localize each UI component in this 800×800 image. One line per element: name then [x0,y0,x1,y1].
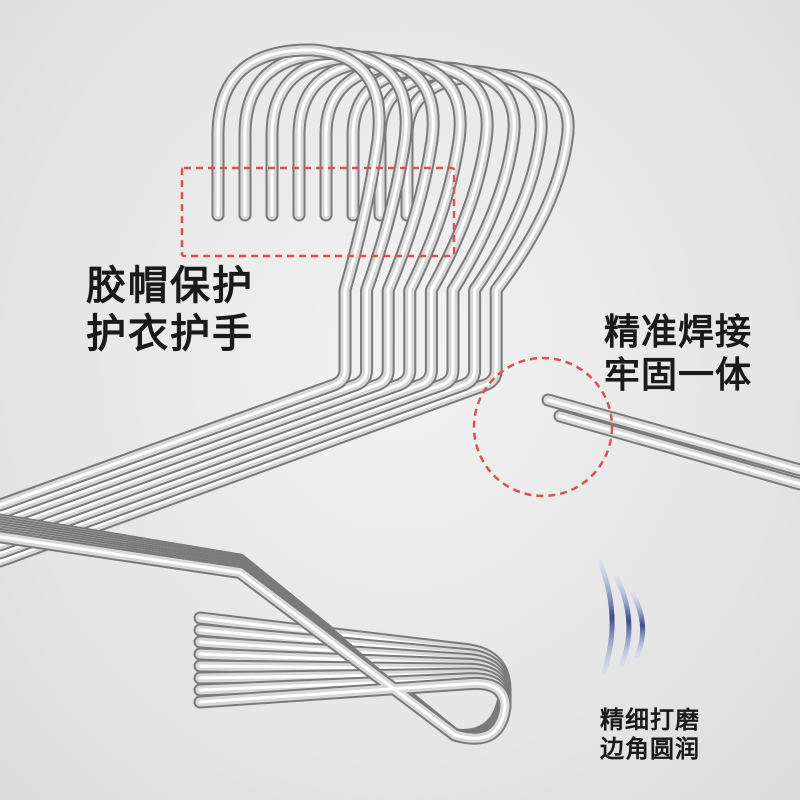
upper-hanger-wire-highlight [0,59,462,531]
cap-protection-line-1: 胶帽保护 [86,263,254,309]
hanger-shoulder-arm-highlight [558,414,800,486]
cap-highlight-box [180,166,456,258]
upper-hanger-wire-highlight [0,62,489,539]
weld-highlight-circle [472,356,614,498]
polish-waves-icon [597,559,646,675]
polishing-line-2: 边角圆润 [600,734,700,763]
upper-hanger-wire-highlight [0,55,435,523]
upper-hanger-group [0,43,800,568]
welding-line-1: 精准焊接 [604,312,753,353]
upper-hanger-wire-highlight [0,70,543,555]
upper-hanger-wire-highlight [0,66,516,547]
welding-caption: 精准焊接 牢固一体 [604,311,752,397]
polishing-line-1: 精细打磨 [600,706,700,734]
hanger-shoulder-arm-highlight [546,398,800,472]
lower-hanger-wire-highlight [0,535,507,740]
cap-protection-line-2: 护衣护手 [86,311,254,357]
cap-protection-caption: 胶帽保护 护衣护手 [86,262,254,358]
upper-hanger-wire-highlight [0,48,381,507]
upper-hanger-wire-highlight [0,52,408,515]
lower-hanger-group [0,513,512,745]
polishing-caption: 精细打磨 边角圆润 [600,706,700,764]
welding-line-2: 牢固一体 [604,355,753,397]
